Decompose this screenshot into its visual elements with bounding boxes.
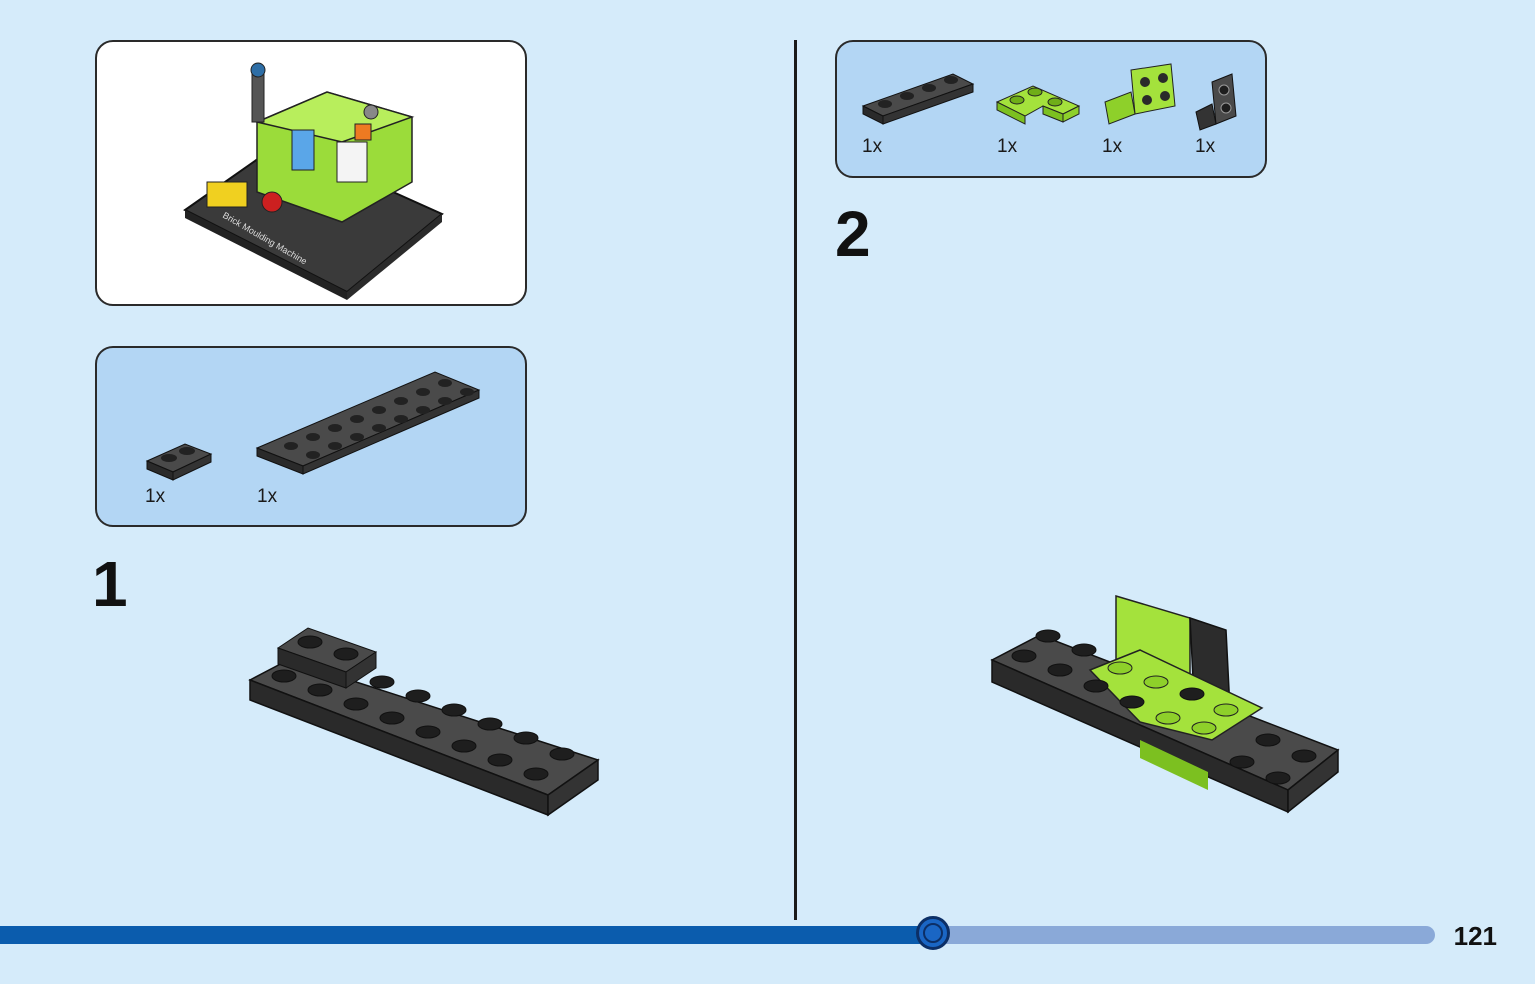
step1-parts-panel: 1x 1x bbox=[95, 346, 527, 527]
progress-fill bbox=[0, 926, 933, 944]
finished-model-panel: Brick Moulding Machine bbox=[95, 40, 527, 306]
part-quantity: 1x bbox=[145, 486, 166, 507]
black-plate-1x4-icon bbox=[861, 73, 975, 125]
step-number: 2 bbox=[835, 198, 871, 270]
page-divider bbox=[794, 40, 797, 920]
part-quantity: 1x bbox=[862, 136, 883, 157]
part-quantity: 1x bbox=[257, 486, 278, 507]
black-plate-2x10-icon bbox=[255, 371, 481, 475]
progress-marker bbox=[916, 916, 950, 950]
lime-corner-plate-icon bbox=[995, 85, 1081, 125]
step1-assembly-illustration bbox=[248, 627, 600, 817]
step2-parts-panel: 1x 1x 1x 1x bbox=[835, 40, 1267, 178]
lime-bracket-2x2-icon bbox=[1104, 63, 1176, 125]
part-quantity: 1x bbox=[997, 136, 1018, 157]
black-bracket-1x2-icon bbox=[1195, 73, 1237, 131]
part-quantity: 1x bbox=[1195, 136, 1216, 157]
finished-model-illustration: Brick Moulding Machine bbox=[183, 62, 444, 300]
page-number: 121 bbox=[1453, 921, 1497, 951]
step-number: 1 bbox=[92, 548, 128, 620]
step2-assembly-illustration bbox=[990, 594, 1340, 814]
book-progress-bar bbox=[0, 916, 1435, 950]
black-plate-1x2-icon bbox=[145, 443, 213, 481]
part-quantity: 1x bbox=[1102, 136, 1123, 157]
